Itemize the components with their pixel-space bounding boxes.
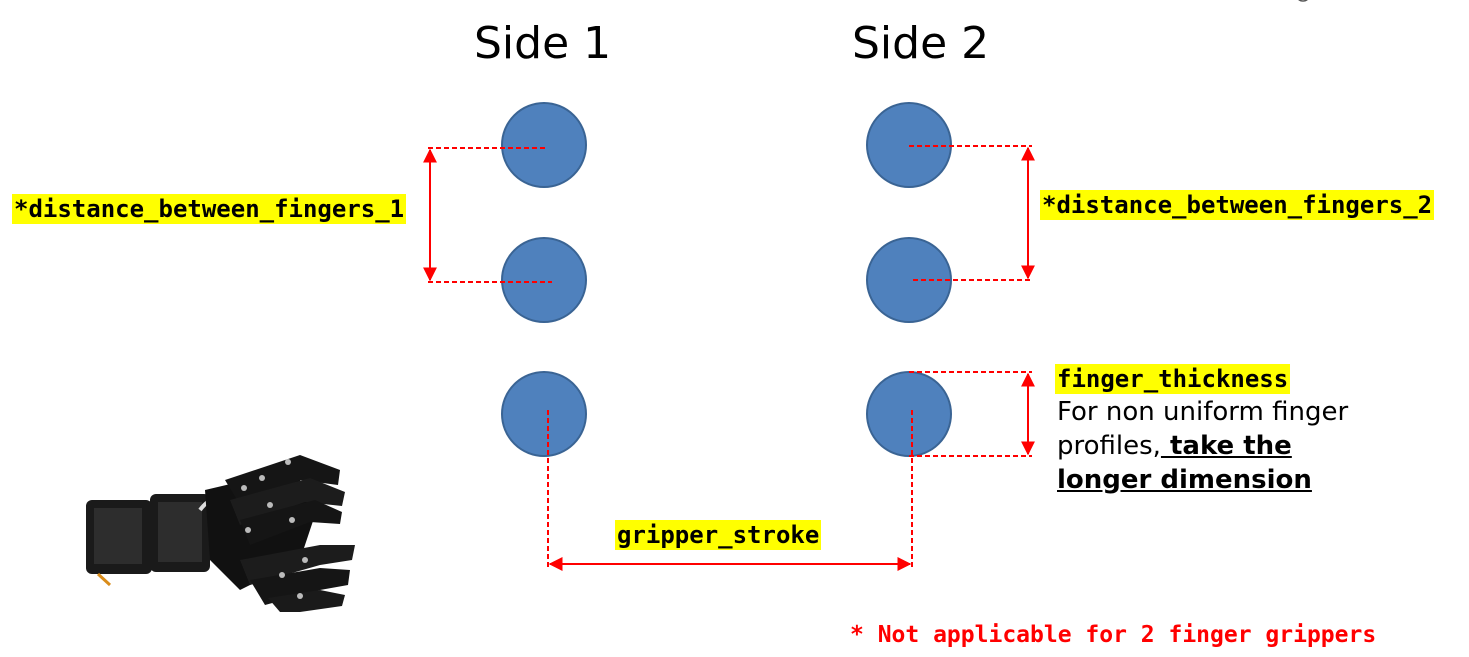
- finger-side1-middle: [501, 237, 587, 323]
- distance-2-label: *distance_between_fingers_2: [1040, 190, 1435, 220]
- side-2-title: Side 2: [852, 18, 990, 69]
- gripper-stroke-dimension: [547, 410, 913, 571]
- finger-thickness-dimension: [909, 371, 1035, 457]
- side-1-title: Side 1: [474, 18, 612, 69]
- finger-side2-middle: [866, 237, 952, 323]
- distance-1-label: *distance_between_fingers_1: [12, 194, 407, 224]
- finger-thickness-label: finger_thickness: [1055, 364, 1291, 394]
- logo-icon: [1286, 0, 1326, 12]
- finger-profile-note: For non uniform finger profiles, take th…: [1057, 395, 1377, 497]
- note-text: For non uniform finger profiles,: [1057, 397, 1349, 461]
- gripper-stroke-label: gripper_stroke: [615, 520, 822, 550]
- distance-1-dimension: [423, 147, 552, 283]
- robotic-gripper-image: [86, 455, 355, 612]
- finger-side1-top: [501, 102, 587, 188]
- note-emphasis: take the longer dimension: [1057, 431, 1312, 495]
- footnote: * Not applicable for 2 finger grippers: [850, 622, 1377, 648]
- finger-side2-bottom: [866, 371, 952, 457]
- finger-side1-bottom: [501, 371, 587, 457]
- distance-2-dimension: [909, 145, 1035, 281]
